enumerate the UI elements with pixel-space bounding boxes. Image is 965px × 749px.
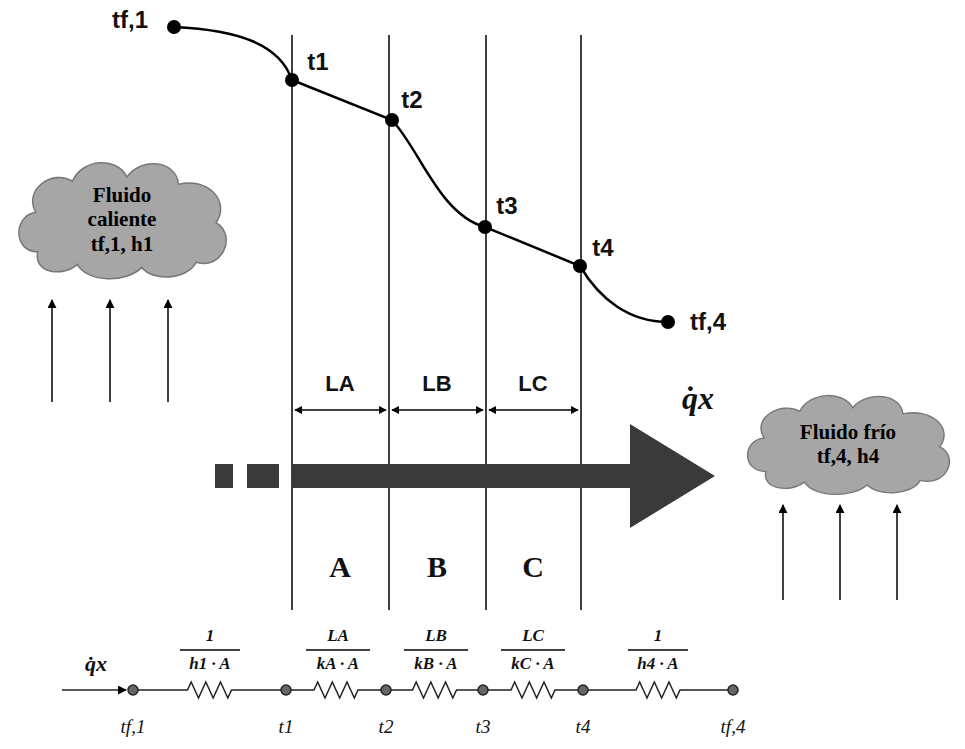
network-node bbox=[281, 685, 291, 695]
resistor-symbol bbox=[286, 682, 386, 698]
node-temperature: tf,1 bbox=[121, 716, 146, 738]
resistance-denominator: h4 · A bbox=[637, 654, 678, 674]
fluid-text: Fluido frío bbox=[800, 420, 896, 444]
network-node bbox=[728, 685, 738, 695]
thickness-dimensions bbox=[295, 409, 578, 410]
network-node bbox=[478, 685, 488, 695]
resistor-symbol bbox=[583, 682, 733, 698]
resistance-numerator: 1 bbox=[206, 626, 215, 646]
node-temperature: t3 bbox=[476, 716, 491, 738]
temperature-label: tf,4 bbox=[690, 308, 726, 336]
fluid-text: tf,1, h1 bbox=[91, 232, 153, 256]
node-temperature: t2 bbox=[379, 716, 394, 738]
node-temperature: t1 bbox=[279, 716, 294, 738]
heat-flow-label: q̇x bbox=[85, 651, 107, 677]
resistance-denominator: kB · A bbox=[414, 654, 457, 674]
wall-boundaries bbox=[292, 35, 581, 610]
layer-name: A bbox=[329, 550, 351, 584]
temperature-label: t3 bbox=[496, 192, 517, 220]
resistance-numerator: LC bbox=[522, 626, 544, 646]
fraction-bars bbox=[180, 649, 688, 650]
network-node bbox=[128, 685, 138, 695]
resistance-network bbox=[62, 682, 738, 698]
temperature-profile bbox=[174, 27, 668, 322]
heat-flow-label: q̇x bbox=[682, 380, 714, 417]
resistance-numerator: LB bbox=[425, 626, 447, 646]
fluid-cloud: Fluido fríotf,4, h4 bbox=[737, 383, 959, 498]
node-temperature: t4 bbox=[576, 716, 591, 738]
fluid-text: Fluido caliente bbox=[62, 183, 182, 231]
node-temperature: tf,4 bbox=[721, 716, 746, 738]
temperature-label: t1 bbox=[307, 48, 328, 76]
resistor-symbol bbox=[386, 682, 483, 698]
resistance-numerator: LA bbox=[327, 626, 349, 646]
layer-name: B bbox=[427, 550, 447, 584]
profile-points bbox=[167, 20, 675, 329]
heat-flow-arrow bbox=[215, 424, 715, 528]
resistance-denominator: h1 · A bbox=[189, 654, 230, 674]
resistance-numerator: 1 bbox=[654, 626, 663, 646]
layer-name: C bbox=[522, 550, 544, 584]
thickness-label: LA bbox=[325, 371, 354, 397]
resistor-symbol bbox=[133, 682, 286, 698]
resistance-denominator: kC · A bbox=[511, 654, 554, 674]
thickness-label: LC bbox=[518, 371, 547, 397]
temperature-label: t2 bbox=[401, 86, 422, 114]
temperature-label: tf,1 bbox=[112, 6, 148, 34]
thickness-label: LB bbox=[422, 371, 451, 397]
resistance-denominator: kA · A bbox=[317, 654, 359, 674]
temperature-label: t4 bbox=[592, 234, 613, 262]
network-node bbox=[578, 685, 588, 695]
resistor-symbol bbox=[483, 682, 583, 698]
fluid-text: tf,4, h4 bbox=[817, 444, 879, 468]
fluid-cloud: Fluido calientetf,1, h1 bbox=[8, 148, 236, 283]
network-node bbox=[381, 685, 391, 695]
